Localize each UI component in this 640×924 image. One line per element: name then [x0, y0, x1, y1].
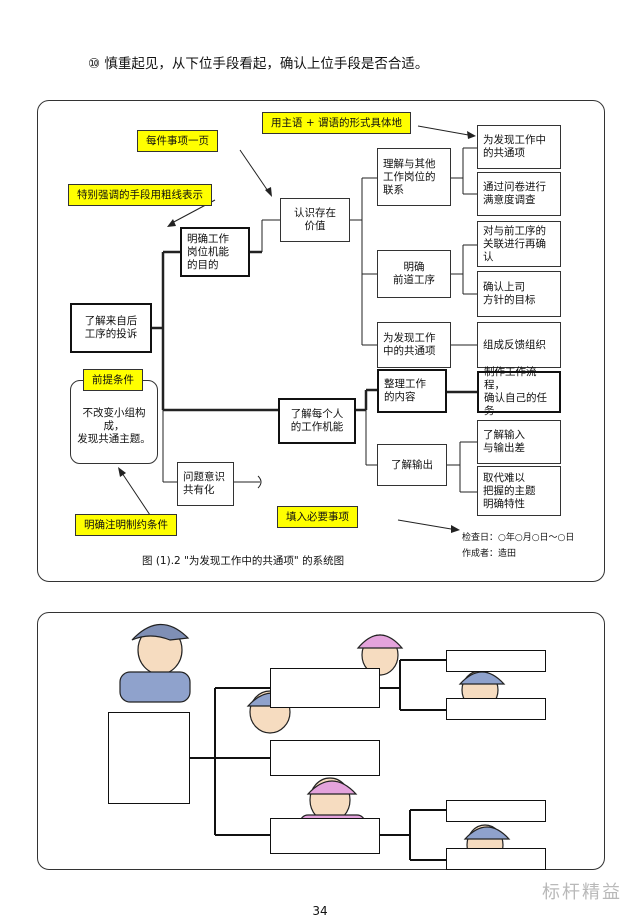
node-organize-work: 整理工作 的内容 — [377, 369, 447, 413]
blank-leaf-2 — [446, 698, 546, 720]
leaf-theme: 取代难以 把握的主题 明确特性 — [477, 466, 561, 516]
node-recognize-value: 认识存在 价值 — [280, 198, 350, 242]
node-problem-awareness: 问题意识 共有化 — [177, 462, 234, 506]
blank-box-1 — [270, 668, 380, 708]
author: 作成者：造田 — [462, 549, 517, 559]
node-understand-output: 了解输出 — [377, 444, 447, 486]
root-node: 了解来自后 工序的投诉 — [70, 303, 152, 353]
leaf-io: 了解输入 与输出差 — [477, 420, 561, 464]
check-date: 检查日：○年○月○日～○日 — [462, 533, 575, 543]
leaf-flow: 制作工作流程， 确认自己的任务 — [477, 366, 561, 417]
watermark: 标杆精益 — [542, 882, 622, 903]
leaf-common: 为发现工作中 的共通项 — [477, 125, 561, 169]
node-understand-relation: 理解与其他 工作岗位的 联系 — [377, 148, 451, 206]
blank-leaf-3 — [446, 800, 546, 822]
callout-subject-predicate: 用主语 + 谓语的形式具体地 — [262, 112, 411, 134]
blank-box-2 — [270, 740, 380, 776]
leaf-boss: 确认上司 方针的目标 — [477, 271, 561, 317]
blank-box-3 — [270, 818, 380, 854]
leaf-feedback: 组成反馈组织 — [477, 322, 561, 368]
callout-precondition: 前提条件 — [83, 369, 143, 391]
callout-constraints: 明确注明制约条件 — [75, 514, 177, 536]
page-number: 34 — [312, 904, 328, 918]
node-clarify-purpose: 明确工作 岗位机能 的目的 — [180, 227, 250, 277]
cartoon-worker-figures — [119, 623, 511, 866]
instruction-heading: ⑩ 慎重起见，从下位手段看起，确认上位手段是否合适。 — [88, 56, 429, 72]
blank-leaf-1 — [446, 650, 546, 672]
callout-one-page: 每件事项一页 — [137, 130, 218, 152]
blank-leaf-4 — [446, 848, 546, 870]
node-understand-individual: 了解每个人 的工作机能 — [278, 398, 356, 444]
leaf-survey: 通过问卷进行 满意度调查 — [477, 172, 561, 216]
callout-required: 填入必要事项 — [277, 506, 358, 528]
node-clarify-prev-process: 明确 前道工序 — [377, 250, 451, 298]
precondition-box: 不改变小组构成， 发现共通主题。 — [70, 380, 158, 464]
blank-root-box — [108, 712, 190, 804]
callout-bold-lines: 特别强调的手段用粗线表示 — [68, 184, 212, 206]
node-find-common: 为发现工作 中的共通项 — [377, 322, 451, 368]
figure-caption: 图 (1).2 "为发现工作中的共通项" 的系统图 — [142, 555, 345, 567]
leaf-confirm-prev: 对与前工序的 关联进行再确认 — [477, 221, 561, 267]
